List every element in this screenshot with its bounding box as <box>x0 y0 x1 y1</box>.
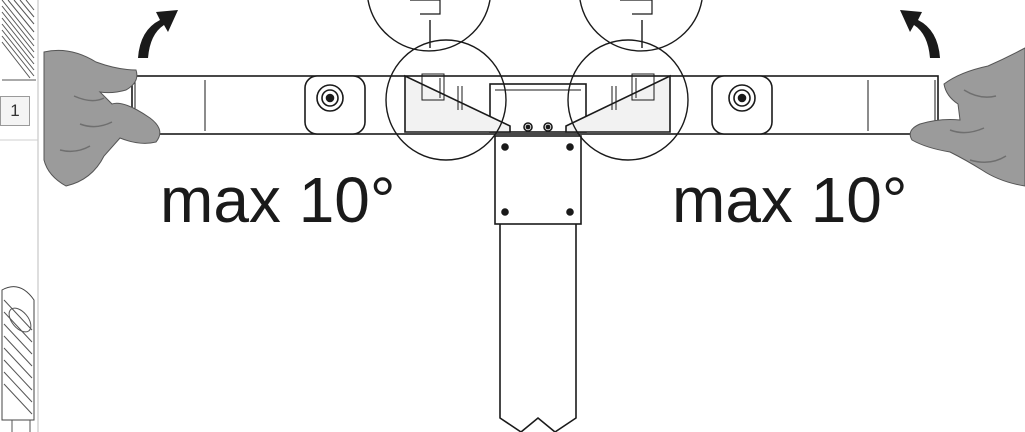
hatched-part-bottom <box>1 286 35 432</box>
curved-arrow-up-left-icon <box>900 10 940 58</box>
detail-circle-top-left <box>367 0 491 52</box>
right-angle-label: max 10° <box>672 164 908 236</box>
hatched-part-top <box>1 0 36 81</box>
margin-strip <box>0 0 39 432</box>
detail-circle-top-right <box>579 0 703 52</box>
left-angle-label: max 10° <box>160 164 396 236</box>
hinge-detail-circle-left <box>385 39 507 161</box>
right-gloved-hand <box>909 47 1025 187</box>
hinge-detail-circle-right <box>567 39 689 161</box>
step-number-badge: 1 <box>0 96 30 126</box>
left-gloved-hand <box>43 49 161 187</box>
curved-arrow-up-right-icon <box>138 10 178 58</box>
horizontal-arm <box>131 74 939 135</box>
vertical-post <box>494 135 582 432</box>
